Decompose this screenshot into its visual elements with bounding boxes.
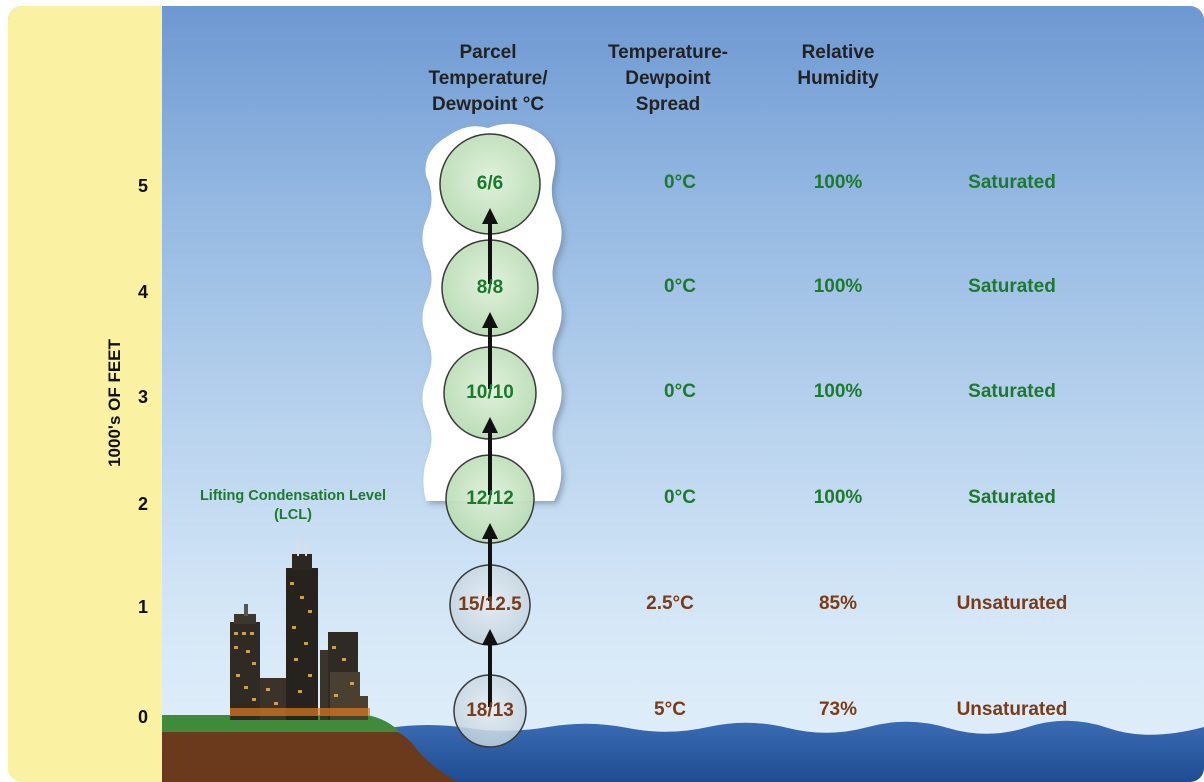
header-humidity: Relative Humidity <box>763 40 913 92</box>
parcel-column <box>439 133 541 748</box>
humidity-value-1: 85% <box>818 593 858 614</box>
diagram-frame: 5 4 3 2 1 0 1000's OF FEET <box>8 6 1204 782</box>
humidity-value-2: 100% <box>813 487 863 508</box>
arrow-head-1 <box>482 523 498 539</box>
header-parcel-line-2: Temperature/ <box>428 68 548 89</box>
header-parcel: Parcel Temperature/ Dewpoint °C <box>403 40 573 118</box>
spread-value-0: 5°C <box>654 699 686 720</box>
state-value-2: Saturated <box>968 487 1056 508</box>
humidity-value-0: 73% <box>818 699 858 720</box>
spread-value-2: 0°C <box>664 487 696 508</box>
humidity-value-3: 100% <box>813 381 863 402</box>
ground <box>162 720 458 782</box>
spread-value-3: 0°C <box>664 381 696 402</box>
spread-value-5: 0°C <box>664 172 696 193</box>
axis-tick-1: 1 <box>138 597 149 617</box>
lcl-label: Lifting Condensation Level (LCL) <box>173 487 413 525</box>
axis-tick-5: 5 <box>138 176 149 196</box>
lcl-label-line-1: Lifting Condensation Level <box>199 488 387 504</box>
state-value-4: Saturated <box>968 276 1056 297</box>
arrow-head-2 <box>482 417 498 433</box>
axis-tick-3: 3 <box>138 387 149 407</box>
humidity-value-4: 100% <box>813 276 863 297</box>
parcel-value-4: 8/8 <box>476 277 504 298</box>
arrow-head-0 <box>482 629 498 645</box>
altitude-axis-strip <box>8 6 162 782</box>
axis-tick-4: 4 <box>138 282 149 302</box>
arrow-head-3 <box>482 312 498 328</box>
water <box>388 720 1204 782</box>
parcel-value-0: 18/13 <box>466 700 514 721</box>
axis-tick-0: 0 <box>138 707 149 727</box>
header-spread: Temperature- Dewpoint Spread <box>583 40 753 118</box>
humidity-value-5: 100% <box>813 172 863 193</box>
axis-tick-2: 2 <box>138 494 149 514</box>
state-value-3: Saturated <box>968 381 1056 402</box>
spread-value-4: 0°C <box>664 276 696 297</box>
header-humidity-line-2: Humidity <box>797 68 879 89</box>
header-spread-line-2: Dewpoint <box>625 68 711 89</box>
lcl-label-line-2: (LCL) <box>274 507 312 523</box>
header-spread-line-1: Temperature- <box>607 42 728 63</box>
header-parcel-line-1: Parcel <box>459 42 517 63</box>
header-parcel-line-3: Dewpoint °C <box>431 94 545 115</box>
state-value-0: Unsaturated <box>956 699 1068 720</box>
parcel-value-3: 10/10 <box>466 382 514 403</box>
parcel-value-1: 15/12.5 <box>458 594 522 615</box>
parcel-value-2: 12/12 <box>466 488 514 509</box>
state-value-5: Saturated <box>968 172 1056 193</box>
header-spread-line-3: Spread <box>635 94 701 115</box>
arrow-head-4 <box>482 208 498 224</box>
parcel-value-5: 6/6 <box>476 173 504 194</box>
state-value-1: Unsaturated <box>956 593 1068 614</box>
header-humidity-line-1: Relative <box>801 42 875 63</box>
city-skyline <box>230 538 370 720</box>
spread-value-1: 2.5°C <box>646 593 694 614</box>
